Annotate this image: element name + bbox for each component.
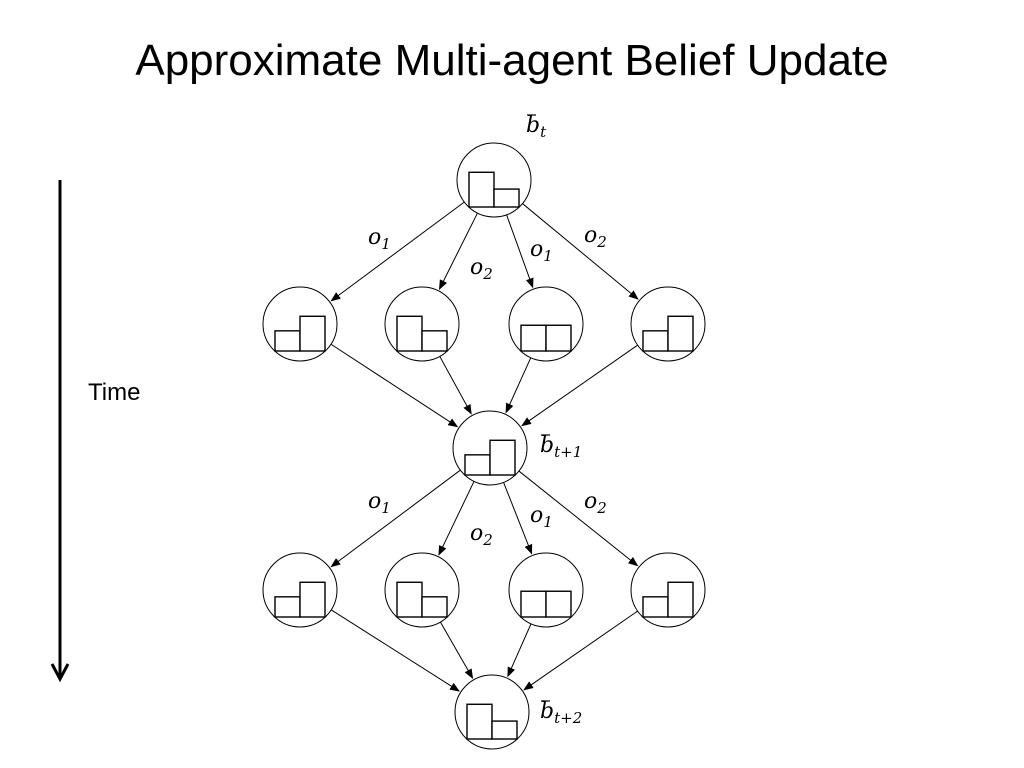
edge-belief-to-obs (438, 211, 479, 291)
histogram-bar (545, 324, 572, 352)
edge-label: o1 (368, 489, 391, 517)
edge-belief-to-obs (330, 468, 463, 568)
histogram-bar (520, 590, 547, 618)
edge-label: o1 (530, 503, 553, 531)
belief-label-b_t2: bt+2 (540, 699, 582, 727)
histogram-bar (396, 581, 423, 618)
edge-label: o2 (470, 521, 493, 549)
edge-belief-to-obs (520, 201, 639, 300)
edge-obs-to-belief (523, 609, 640, 691)
histogram-bar (464, 454, 491, 476)
edge-obs-to-belief (505, 355, 533, 414)
edge-label: o2 (584, 223, 607, 251)
histogram-bar (642, 596, 669, 618)
histogram-bar (299, 581, 326, 618)
edge-obs-to-belief (521, 343, 640, 427)
histogram-bar (520, 324, 547, 352)
observation-node (384, 286, 460, 362)
edge-belief-to-obs (502, 480, 533, 555)
histogram-bar (299, 315, 326, 352)
histogram-bar (274, 330, 301, 352)
edge-label: o2 (584, 489, 607, 517)
slide-title: Approximate Multi-agent Belief Update (135, 36, 889, 85)
histogram-bar (642, 330, 669, 352)
histogram-bar (493, 188, 520, 208)
time-arrow-head (50, 663, 70, 683)
nodes (262, 142, 706, 750)
belief-node-b_t2 (454, 674, 530, 750)
edge-obs-to-belief (438, 620, 474, 680)
edge-obs-to-belief (329, 608, 460, 692)
histogram-bar (466, 703, 493, 740)
belief-label-b_t1: bt+1 (540, 433, 582, 461)
edge-obs-to-belief (329, 342, 459, 428)
observation-node (630, 552, 706, 628)
edges (329, 200, 640, 692)
edge-belief-to-obs (330, 200, 467, 302)
observation-node (384, 552, 460, 628)
histogram-bar (491, 720, 518, 740)
edge-label: o1 (368, 225, 391, 253)
edge-label: o1 (530, 237, 553, 265)
histogram-bar (545, 590, 572, 618)
observation-node (262, 552, 338, 628)
belief-label-b_t: bt (526, 113, 547, 141)
observation-node (508, 552, 584, 628)
edge-belief-to-obs (517, 469, 639, 567)
belief-node-b_t1 (452, 410, 528, 486)
histogram-bar (274, 596, 301, 618)
time-label: Time (88, 379, 141, 406)
histogram-bar (667, 581, 694, 618)
observation-node (508, 286, 584, 362)
observation-node (630, 286, 706, 362)
histogram-bar (468, 171, 495, 208)
edge-obs-to-belief (438, 354, 472, 415)
histogram-bar (667, 315, 694, 352)
labels: bt bt+1 bt+2 o1 o2 o1 o2 o1 o2 o1 o2 (368, 113, 607, 727)
observation-node (262, 286, 338, 362)
histogram-bar (421, 330, 448, 352)
histogram-bar (421, 596, 448, 618)
belief-node-b_t (456, 142, 532, 218)
edge-belief-to-obs (438, 479, 476, 556)
histogram-bar (489, 439, 516, 476)
histogram-bar (396, 315, 423, 352)
edge-label: o2 (470, 255, 493, 283)
edge-obs-to-belief (507, 621, 533, 678)
edge-belief-to-obs (505, 212, 534, 289)
